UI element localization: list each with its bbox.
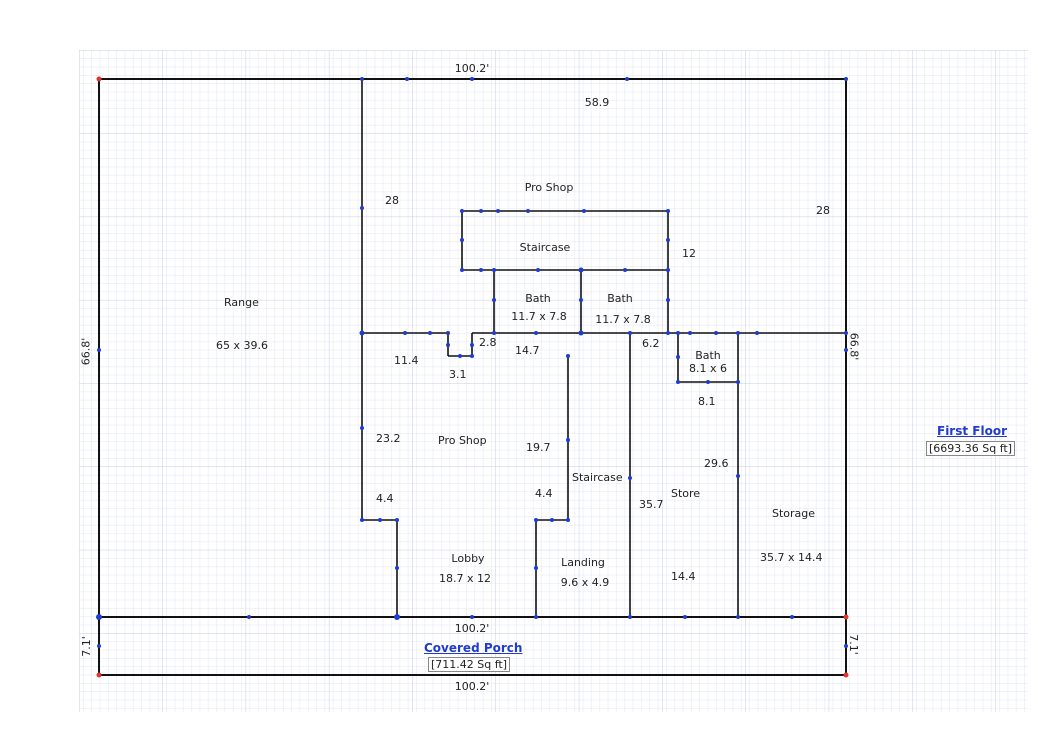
corner-nodes (96, 76, 849, 678)
dim-right-small: 12 (682, 247, 696, 260)
dim-left-height-main: 66.8' (79, 337, 93, 366)
dim-23-2: 23.2 (376, 432, 401, 445)
porch-name: Covered Porch (424, 641, 523, 655)
dim-top-width: 100.2' (454, 62, 490, 75)
room-bath2-size: 11.7 x 7.8 (595, 313, 651, 326)
grid-background (79, 50, 1028, 712)
dim-middle-width: 100.2' (454, 622, 490, 635)
dim-2-8: 2.8 (479, 336, 497, 349)
dim-14-7: 14.7 (515, 344, 540, 357)
room-storage-name: Storage (772, 507, 816, 520)
room-bath1-size: 11.7 x 7.8 (511, 310, 567, 323)
first-floor-area: [6693.36 Sq ft] (926, 441, 1016, 456)
dim-29-6: 29.6 (704, 457, 729, 470)
dim-right-height-main: 66.8' (847, 332, 861, 361)
room-staircase-top: Staircase (519, 241, 571, 254)
room-bath3-name: Bath (695, 349, 721, 362)
dim-6-2: 6.2 (642, 337, 660, 350)
room-bath3-size: 8.1 x 6 (689, 362, 727, 375)
first-floor-name: First Floor (937, 424, 1008, 438)
dim-19-7: 19.7 (526, 441, 551, 454)
room-staircase-mid: Staircase (572, 471, 623, 484)
dim-4-4-left: 4.4 (376, 492, 394, 505)
room-lobby-size: 18.7 x 12 (439, 572, 491, 585)
porch-area: [711.42 Sq ft] (428, 657, 511, 672)
dim-3-1: 3.1 (449, 368, 467, 381)
room-bath2-name: Bath (607, 292, 633, 305)
dim-8-1: 8.1 (698, 395, 716, 408)
dim-right-inner: 28 (816, 204, 830, 217)
wall-nodes (96, 77, 848, 648)
room-landing-size: 9.6 x 4.9 (560, 576, 610, 589)
room-storage-size: 35.7 x 14.4 (760, 551, 823, 564)
room-pro-shop-mid: Pro Shop (438, 434, 487, 447)
dim-35-7: 35.7 (639, 498, 664, 511)
room-bath1-name: Bath (525, 292, 551, 305)
room-range-size: 65 x 39.6 (216, 339, 268, 352)
room-landing-name: Landing (561, 556, 605, 569)
room-lobby-name: Lobby (451, 552, 485, 565)
dim-bottom-width: 100.2' (454, 680, 490, 693)
dim-top-section: 58.9 (584, 96, 610, 109)
dim-left-height-porch: 7.1' (79, 636, 93, 657)
room-store: Store (671, 487, 701, 500)
dim-4-4-stair: 4.4 (535, 487, 553, 500)
room-pro-shop-top: Pro Shop (524, 181, 574, 194)
dim-left-inner: 28 (385, 194, 399, 207)
dim-right-height-porch: 7.1' (846, 634, 860, 655)
dim-11-4: 11.4 (394, 354, 419, 367)
room-range-name: Range (224, 296, 259, 309)
dim-14-4: 14.4 (671, 570, 696, 583)
